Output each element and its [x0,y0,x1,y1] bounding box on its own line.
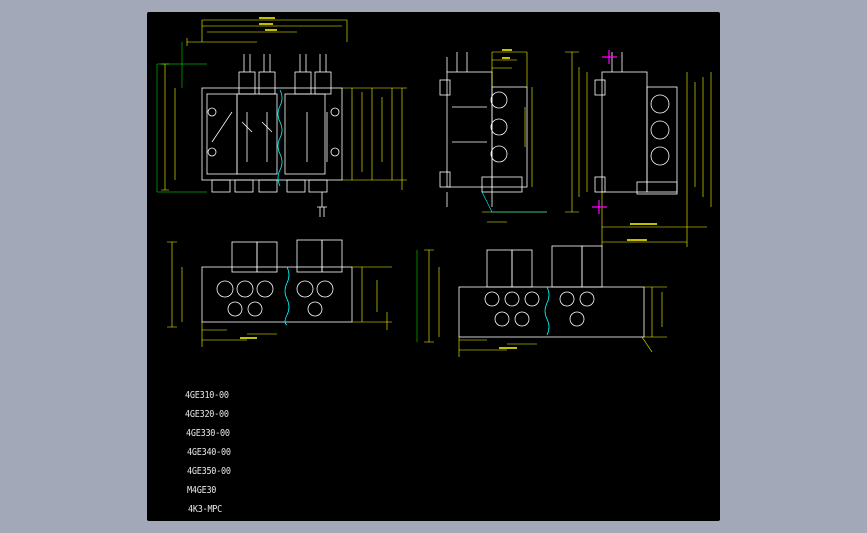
cad-viewport[interactable]: 4GE310-00 4GE320-00 4GE330-00 4GE340-00 … [147,12,720,521]
end-view-dimensions [565,51,712,247]
model-list-item: M4GE30 [187,485,217,496]
model-list-item: 4GE310-00 [185,390,229,401]
end-view [594,52,678,195]
cad-drawing [156,17,712,357]
front-view-valves [201,54,343,217]
plan-view-left [201,239,353,326]
model-list-item: 4GE330-00 [186,428,230,439]
front-view-leaders [156,42,207,193]
model-list-item: 4K3-MPC [188,504,223,515]
plan-view-right [458,245,645,338]
side-view-leader [481,191,547,213]
front-view-dimensions [161,19,407,191]
model-list-item: 4GE320-00 [185,409,229,420]
side-view [439,52,528,207]
plan-view-right-dimensions [424,249,667,357]
model-list-item: 4GE340-00 [187,447,231,458]
model-list-item: 4GE350-00 [187,466,231,477]
end-view-markers [592,50,617,214]
plan-view-left-dimensions [167,241,392,347]
dimension-text-marks [240,17,657,349]
